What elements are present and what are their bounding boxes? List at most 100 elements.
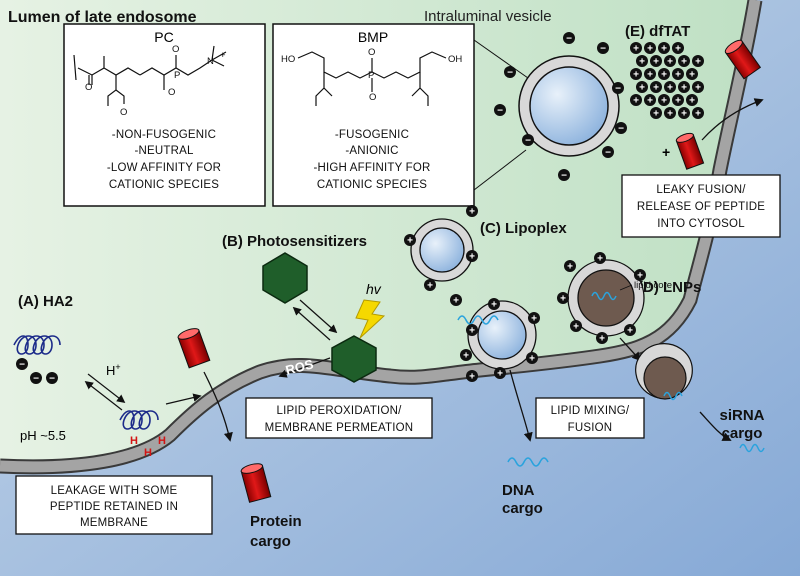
svg-text:+: + xyxy=(599,334,605,345)
svg-text:−: − xyxy=(525,136,531,147)
lipoplex-charges: ++++++++++++ xyxy=(404,205,540,383)
svg-text:RELEASE OF PEPTIDE: RELEASE OF PEPTIDE xyxy=(637,201,765,213)
svg-text:+: + xyxy=(633,96,639,107)
ilv-negative-charges: −−−−−−−−− xyxy=(494,32,627,182)
h-mark-2: H xyxy=(144,447,152,459)
bmp-structure xyxy=(297,51,447,106)
svg-text:+: + xyxy=(667,57,673,68)
protein-cylinder-lumen xyxy=(177,328,211,369)
svg-text:+: + xyxy=(407,236,413,247)
label-lnps: (D) LNPs xyxy=(638,279,701,296)
svg-text:+: + xyxy=(220,50,226,61)
positive-charge: + xyxy=(634,269,646,282)
negative-charge: − xyxy=(615,122,627,135)
svg-text:OH: OH xyxy=(448,54,462,65)
positive-charge: + xyxy=(686,68,698,81)
lipoplex-vesicle-1 xyxy=(410,218,474,282)
bmp-prop-4: CATIONIC SPECIES xyxy=(317,179,427,191)
svg-text:+: + xyxy=(639,57,645,68)
positive-charge: + xyxy=(678,55,690,68)
svg-text:−: − xyxy=(600,44,606,55)
h-mark-1: H xyxy=(130,435,138,447)
svg-text:+: + xyxy=(497,369,503,380)
positive-charge: + xyxy=(672,94,684,107)
positive-charge: + xyxy=(570,320,582,333)
lnp-fused xyxy=(635,343,693,400)
positive-charge: + xyxy=(692,55,704,68)
svg-text:−: − xyxy=(19,360,25,371)
svg-text:P: P xyxy=(368,70,374,81)
negative-charge: − xyxy=(558,169,570,182)
dna-release-arrow xyxy=(509,369,533,442)
svg-text:+: + xyxy=(639,83,645,94)
svg-text:O: O xyxy=(172,44,179,55)
ha2-helix-membrane xyxy=(119,410,159,430)
sirna-cargo-strand xyxy=(739,443,765,453)
positive-charge: + xyxy=(564,260,576,273)
positive-charge: + xyxy=(658,68,670,81)
positive-charge: + xyxy=(630,42,642,55)
lnp-fusion-arrow xyxy=(619,337,642,362)
svg-text:+: + xyxy=(469,372,475,383)
dna-cargo-label-2: cargo xyxy=(502,500,543,517)
label-dftat: (E) dfTAT xyxy=(625,23,690,40)
svg-text:+: + xyxy=(627,326,633,337)
positive-charge: + xyxy=(466,370,478,383)
label-lipoplex: (C) Lipoplex xyxy=(480,220,567,237)
svg-text:+: + xyxy=(695,57,701,68)
ha2-helix-free xyxy=(13,335,61,355)
protein-cargo-label-1: Protein xyxy=(250,513,302,530)
positive-charge: + xyxy=(636,55,648,68)
lnp-sirna-strand xyxy=(591,291,617,301)
svg-text:+: + xyxy=(469,326,475,337)
negative-charge: − xyxy=(612,82,624,95)
positive-charge: + xyxy=(658,42,670,55)
svg-text:O: O xyxy=(85,82,92,93)
pc-structure xyxy=(73,45,227,106)
positive-charge: + xyxy=(404,234,416,247)
negative-charge: − xyxy=(494,104,506,117)
bmp-prop-3: -HIGH AFFINITY FOR xyxy=(313,162,430,174)
hv-label: hv xyxy=(366,281,382,297)
svg-text:−: − xyxy=(605,148,611,159)
photosensitizer-hexagon-membrane xyxy=(331,335,377,383)
svg-text:+: + xyxy=(681,57,687,68)
protein-release-arrow xyxy=(203,371,233,442)
dftat-release-arrow xyxy=(701,98,764,141)
lnp-charges: +++++++ xyxy=(557,252,646,345)
leakage-box: LEAKAGE WITH SOME PEPTIDE RETAINED IN ME… xyxy=(15,475,213,535)
svg-text:−: − xyxy=(49,374,55,385)
negative-charge: − xyxy=(563,32,575,45)
fused-sirna-strand xyxy=(663,391,683,401)
svg-text:+: + xyxy=(689,96,695,107)
svg-text:O: O xyxy=(368,47,375,58)
negative-charge: − xyxy=(30,372,42,385)
bmp-name: BMP xyxy=(358,29,388,45)
lipid-core-label: lipid core xyxy=(634,280,672,291)
svg-text:+: + xyxy=(531,314,537,325)
positive-charge: + xyxy=(672,68,684,81)
ha2-forward-arrow xyxy=(87,373,126,404)
positive-charge: + xyxy=(636,81,648,94)
positive-charge: + xyxy=(692,107,704,120)
positive-charge: + xyxy=(650,55,662,68)
svg-text:+: + xyxy=(681,109,687,120)
svg-text:P: P xyxy=(174,70,180,81)
positive-charge: + xyxy=(528,312,540,325)
svg-text:+: + xyxy=(647,96,653,107)
svg-text:+: + xyxy=(463,351,469,362)
negative-charge: − xyxy=(46,372,58,385)
svg-text:+: + xyxy=(469,252,475,263)
svg-text:+: + xyxy=(567,262,573,273)
positive-charge: + xyxy=(624,324,636,337)
positive-charge: + xyxy=(526,352,538,365)
svg-text:+: + xyxy=(573,322,579,333)
positive-charge: + xyxy=(494,367,506,380)
positive-charge: + xyxy=(557,292,569,305)
lnp-particle xyxy=(567,259,645,337)
svg-text:LIPID MIXING/: LIPID MIXING/ xyxy=(551,405,630,417)
svg-text:+: + xyxy=(661,96,667,107)
positive-charge: + xyxy=(658,94,670,107)
